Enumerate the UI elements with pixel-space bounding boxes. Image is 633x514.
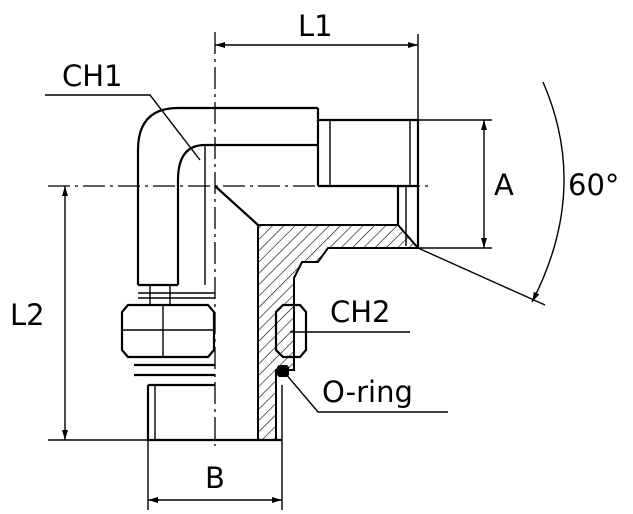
- hex-nut: [120, 292, 308, 359]
- dimension-l1: [215, 34, 419, 120]
- angle-dimension: [417, 81, 565, 306]
- label-l1: L1: [298, 9, 333, 43]
- dimension-a: [418, 119, 492, 249]
- leader-oring: [284, 372, 448, 413]
- label-angle: 60°: [568, 168, 619, 202]
- dimension-b: [147, 440, 283, 510]
- label-oring: O-ring: [322, 375, 413, 409]
- thread-end: [316, 108, 420, 248]
- label-ch1: CH1: [62, 59, 123, 93]
- dimension-l2: [48, 186, 148, 441]
- lower-stud: [134, 363, 283, 442]
- leader-ch1: [45, 94, 201, 161]
- label-ch2: CH2: [330, 295, 391, 329]
- elbow-body: [136, 106, 318, 305]
- label-l2: L2: [10, 298, 45, 332]
- label-b: B: [205, 461, 225, 495]
- label-a: A: [494, 168, 514, 202]
